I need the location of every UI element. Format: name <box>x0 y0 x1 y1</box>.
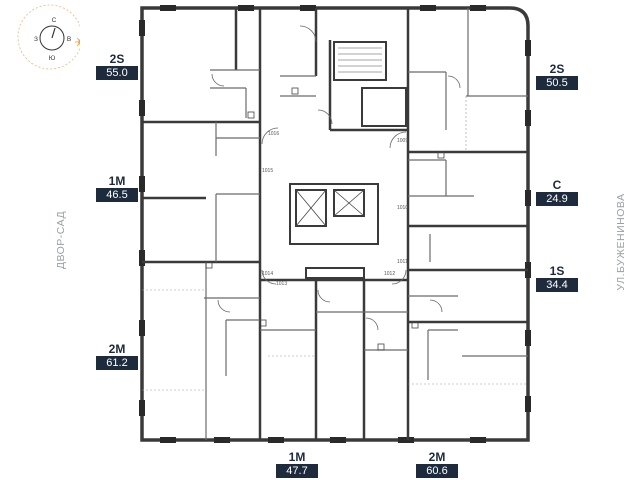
apartment-tag[interactable]: 1S 34.4 <box>536 264 578 292</box>
apartment-type: 1M <box>108 174 126 188</box>
room-number: 1012 <box>384 271 395 277</box>
compass-south: Ю <box>49 55 56 62</box>
window-marks <box>139 5 531 443</box>
compass-rose: С Ю З В <box>17 4 80 70</box>
apartment-tag[interactable]: 2S 55.0 <box>96 52 138 80</box>
stair-treads <box>338 47 382 73</box>
street-label-right: УЛ.БУЖЕНИНОВА <box>615 193 627 291</box>
apartment-type: 2M <box>428 450 446 464</box>
compass-circle <box>39 25 65 51</box>
street-label-left: ДВОР-САД <box>55 210 67 270</box>
apartment-tag[interactable]: 2S 50.5 <box>536 62 578 90</box>
apartment-area: 46.5 <box>96 188 138 202</box>
compass-east: В <box>67 36 71 43</box>
room-number: 1009 <box>397 138 408 144</box>
apartment-area: 60.6 <box>416 464 458 478</box>
room-number: 1011 <box>397 259 408 265</box>
apartment-type: 2M <box>108 342 126 356</box>
compass-needle <box>51 27 56 39</box>
compass-north: С <box>52 17 57 24</box>
apartment-area: 47.7 <box>276 464 318 478</box>
apartment-type: 2S <box>109 52 125 66</box>
apartment-area: 34.4 <box>536 278 578 292</box>
room-number: 1015 <box>262 168 273 174</box>
apartment-area: 24.9 <box>536 192 578 206</box>
apartment-area: 50.5 <box>536 76 578 90</box>
elevator-core <box>289 183 379 245</box>
partitions <box>204 8 528 440</box>
room-number: 1010 <box>397 205 408 211</box>
apartment-type: 2S <box>549 62 565 76</box>
shaft-duct <box>305 267 365 279</box>
apartment-tag[interactable]: 1M 47.7 <box>276 450 318 478</box>
apartment-tag[interactable]: 1M 46.5 <box>96 174 138 202</box>
compass-west: З <box>34 36 38 43</box>
stair-core <box>333 41 407 127</box>
apartment-type: С <box>552 178 562 192</box>
fixtures <box>205 87 445 351</box>
door-swings <box>211 25 461 331</box>
apartment-area: 61.2 <box>96 356 138 370</box>
room-number-labels: 1016 1015 1009 1010 1011 1012 1013 1014 <box>262 131 408 287</box>
sun-path-arc <box>17 4 80 70</box>
dashed-zones <box>142 96 528 391</box>
room-number: 1014 <box>262 271 273 277</box>
interior-walls <box>142 8 528 440</box>
apartment-tag[interactable]: С 24.9 <box>536 178 578 206</box>
apartment-type: 1S <box>549 264 565 278</box>
room-number: 1013 <box>276 281 287 287</box>
apartment-tag[interactable]: 2M 60.6 <box>416 450 458 478</box>
apartment-type: 1M <box>288 450 306 464</box>
sun-icon <box>75 37 80 47</box>
room-number: 1016 <box>268 131 279 137</box>
apartment-area: 55.0 <box>96 66 138 80</box>
elevator-cross <box>295 189 365 227</box>
apartment-tag[interactable]: 2M 61.2 <box>96 342 138 370</box>
outer-wall <box>140 6 530 442</box>
